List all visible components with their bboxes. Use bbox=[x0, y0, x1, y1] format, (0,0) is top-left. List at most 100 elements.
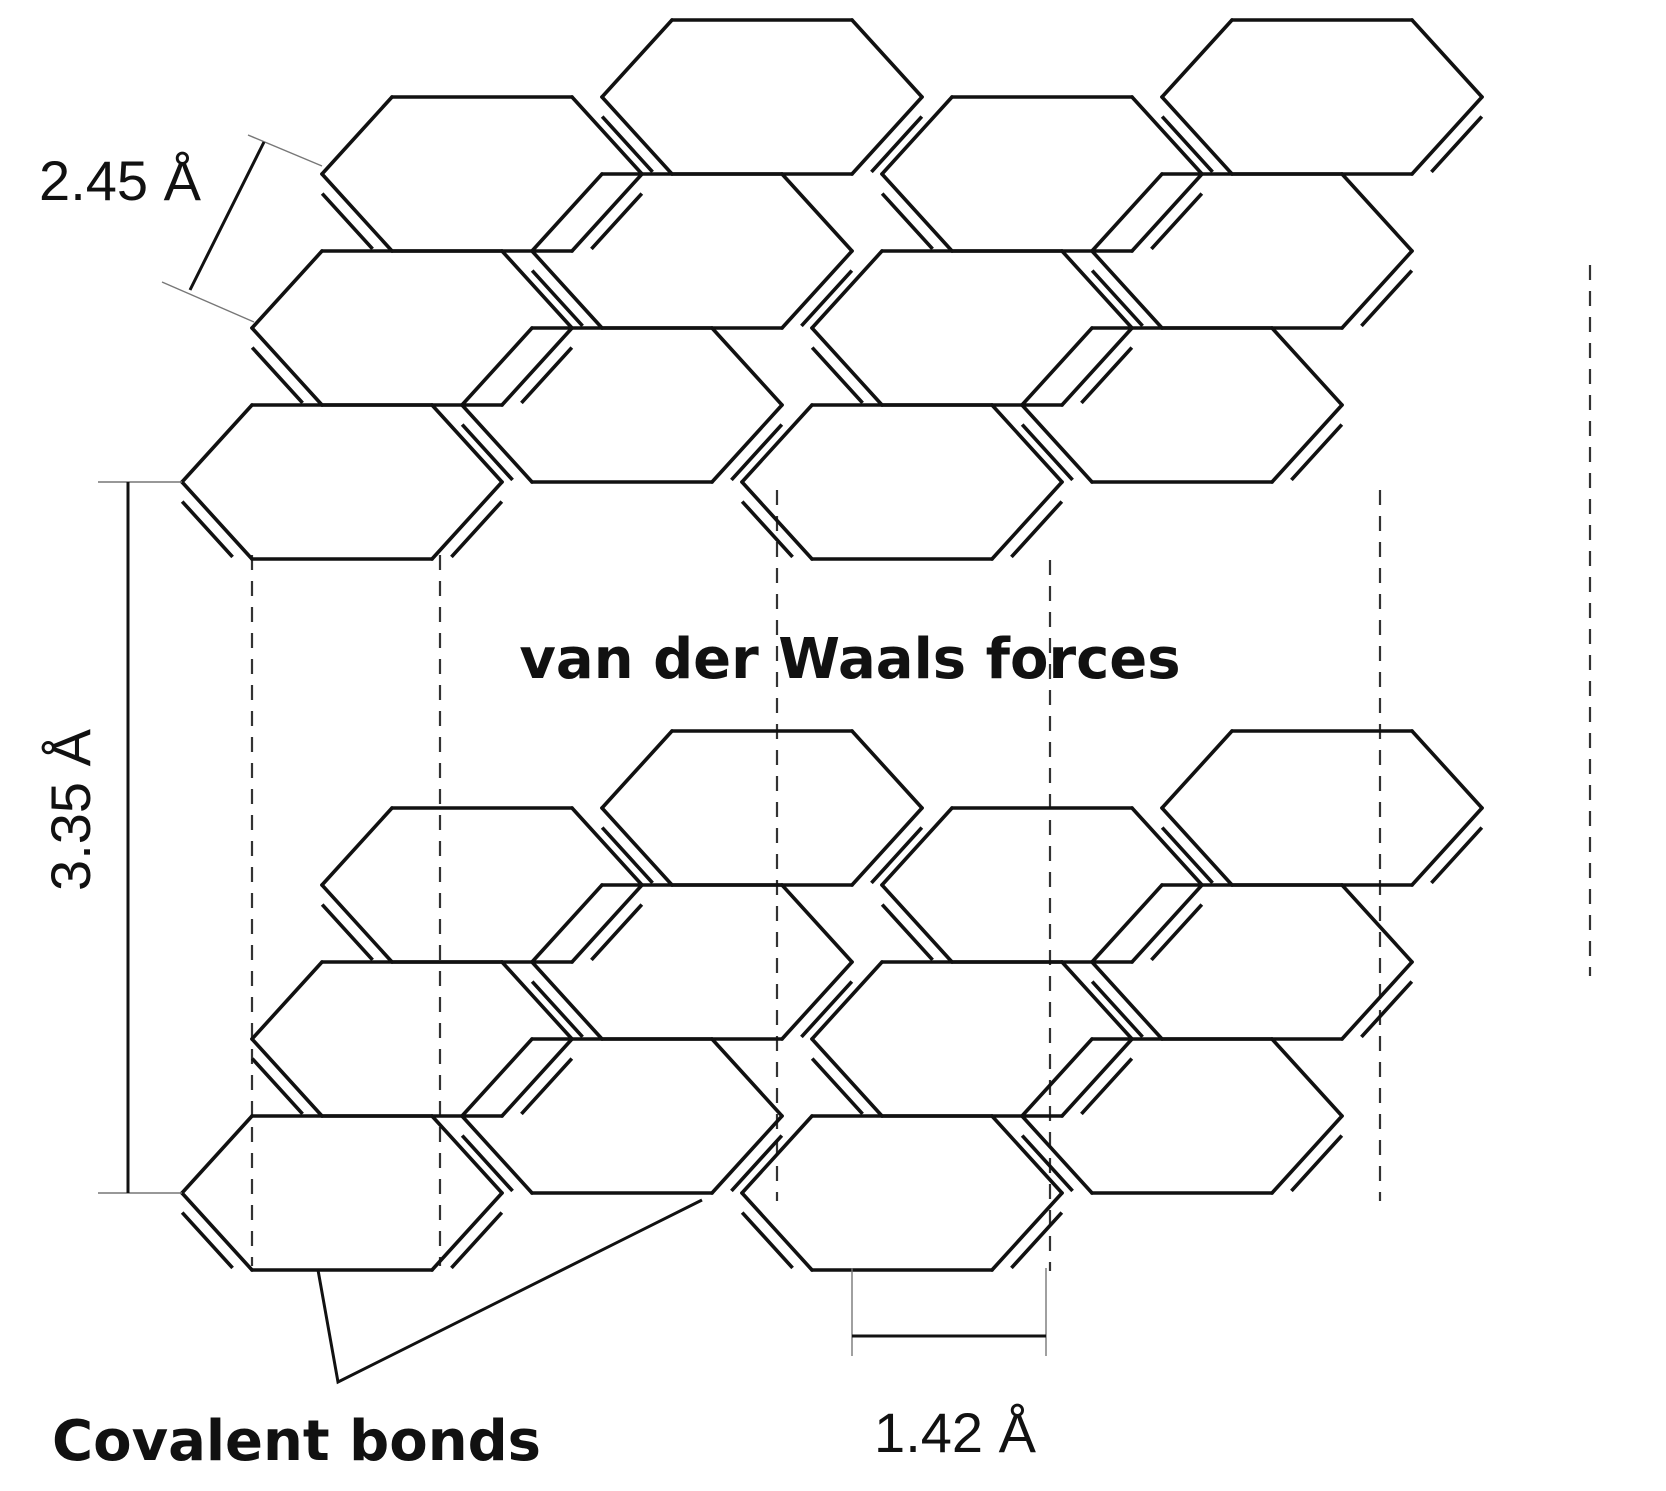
double-bond bbox=[880, 192, 934, 251]
covalent-bond bbox=[180, 1191, 254, 1272]
double-bond bbox=[600, 826, 654, 885]
covalent-bond bbox=[1020, 403, 1094, 484]
double-bond bbox=[450, 1211, 504, 1270]
double-bond bbox=[600, 115, 654, 174]
covalent-bond bbox=[740, 480, 814, 561]
double-bond bbox=[250, 346, 304, 405]
graphene-layer-top bbox=[180, 18, 1484, 561]
double-bond bbox=[1150, 903, 1204, 962]
covalent-bond bbox=[600, 18, 674, 99]
covalent-bond bbox=[880, 883, 954, 964]
covalent-bond bbox=[780, 883, 854, 964]
covalent-bond bbox=[430, 403, 504, 484]
covalent-bond bbox=[1160, 18, 1234, 99]
covalent-bond bbox=[850, 95, 924, 176]
covalent-bond bbox=[430, 1191, 504, 1272]
lattice-constant-label: 2.45 Å bbox=[39, 149, 202, 212]
double-bond bbox=[180, 1211, 234, 1270]
covalent-bonds-label: Covalent bonds bbox=[52, 1409, 541, 1474]
double-bond bbox=[1090, 980, 1144, 1039]
covalent-bond bbox=[570, 95, 644, 176]
covalent-bond bbox=[320, 172, 394, 253]
covalent-bond bbox=[1130, 883, 1204, 964]
covalent-bond bbox=[810, 960, 884, 1041]
double-bond bbox=[810, 346, 864, 405]
covalent-bond bbox=[810, 249, 884, 330]
covalent-bond bbox=[990, 1114, 1064, 1195]
covalent-bond bbox=[530, 883, 604, 964]
double-bond bbox=[1360, 980, 1414, 1039]
covalent-bond bbox=[1340, 249, 1414, 330]
covalent-bond bbox=[1090, 883, 1164, 964]
covalent-bond bbox=[710, 403, 784, 484]
lattice-constant-dimension bbox=[161, 134, 323, 323]
covalent-bond bbox=[250, 249, 324, 330]
double-bond bbox=[1360, 269, 1414, 328]
covalent-bond bbox=[1270, 326, 1344, 407]
covalent-bond bbox=[740, 1114, 814, 1195]
covalent-bond bbox=[850, 18, 924, 99]
double-bond bbox=[530, 269, 584, 328]
double-bond bbox=[320, 192, 374, 251]
covalent-bond bbox=[460, 403, 534, 484]
covalent-bond bbox=[1270, 403, 1344, 484]
covalent-bond bbox=[1060, 1037, 1134, 1118]
double-bond bbox=[180, 500, 234, 559]
covalent-bond bbox=[880, 172, 954, 253]
covalent-bond bbox=[850, 729, 924, 810]
covalent-bond bbox=[600, 806, 674, 887]
covalent-bond bbox=[1410, 806, 1484, 887]
covalent-bond bbox=[530, 172, 604, 253]
covalent-bond bbox=[1020, 1114, 1094, 1195]
covalent-bond bbox=[1160, 806, 1234, 887]
covalent-bond bbox=[1090, 960, 1164, 1041]
covalent-bond bbox=[1340, 172, 1414, 253]
covalent-bond bbox=[460, 1114, 534, 1195]
covalent-bond bbox=[990, 403, 1064, 484]
covalent-bond bbox=[500, 249, 574, 330]
bond-length-label: 1.42 Å bbox=[874, 1401, 1037, 1464]
covalent-bond bbox=[250, 326, 324, 407]
covalent-bond bbox=[1060, 249, 1134, 330]
covalent-bond bbox=[600, 95, 674, 176]
interlayer-spacing-label: 3.35 Å bbox=[39, 728, 102, 891]
covalent-bond bbox=[780, 249, 854, 330]
covalent-bond bbox=[710, 326, 784, 407]
covalent-bond bbox=[1410, 18, 1484, 99]
double-bond bbox=[250, 1057, 304, 1116]
double-bond bbox=[1090, 269, 1144, 328]
covalent-bond bbox=[1340, 883, 1414, 964]
covalent-bond bbox=[320, 806, 394, 887]
double-bond bbox=[800, 980, 854, 1039]
double-bond bbox=[880, 903, 934, 962]
covalent-bond bbox=[990, 1191, 1064, 1272]
covalent-bond bbox=[1340, 960, 1414, 1041]
covalent-bond bbox=[1410, 729, 1484, 810]
covalent-bond bbox=[990, 480, 1064, 561]
covalent-bond bbox=[570, 806, 644, 887]
double-bond bbox=[450, 500, 504, 559]
covalent-bond bbox=[810, 1037, 884, 1118]
covalent-bond bbox=[460, 326, 534, 407]
van-der-waals-label: van der Waals forces bbox=[519, 627, 1180, 692]
covalent-bond bbox=[1090, 172, 1164, 253]
covalent-bond bbox=[600, 729, 674, 810]
covalent-bond bbox=[1060, 960, 1134, 1041]
double-bond bbox=[870, 826, 924, 885]
covalent-bond bbox=[880, 806, 954, 887]
covalent-bond bbox=[880, 95, 954, 176]
covalent-bond bbox=[710, 1114, 784, 1195]
covalent-bond bbox=[710, 1037, 784, 1118]
double-bond bbox=[520, 346, 574, 405]
covalent-bond bbox=[740, 403, 814, 484]
covalent-bond bbox=[320, 883, 394, 964]
covalent-bonds-pointer bbox=[316, 1198, 703, 1385]
covalent-bond bbox=[1270, 1114, 1344, 1195]
covalent-bond bbox=[1020, 1037, 1094, 1118]
covalent-bond bbox=[460, 1037, 534, 1118]
double-bond bbox=[1430, 826, 1484, 885]
covalent-bond bbox=[780, 172, 854, 253]
covalent-bond bbox=[430, 1114, 504, 1195]
double-bond bbox=[460, 423, 514, 482]
